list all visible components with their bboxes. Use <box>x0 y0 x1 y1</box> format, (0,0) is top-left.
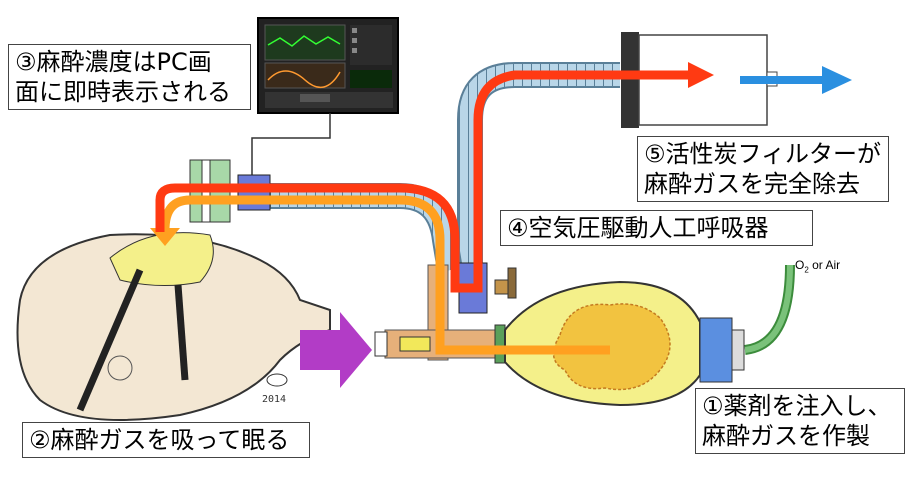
red-flow-arrow <box>155 62 714 293</box>
monitor-cable <box>251 113 331 175</box>
artist-signature: 2014 <box>262 373 288 405</box>
label-step3: ③麻酔濃度はPC画 面に即時表示される <box>8 44 251 110</box>
label-step4: ④空気圧駆動人工呼吸器 <box>500 210 813 246</box>
label-step1: ①薬剤を注入し、 麻酔ガスを作製 <box>695 388 905 454</box>
anesthetic-bag <box>504 264 795 407</box>
label-step2: ②麻酔ガスを吸って眠る <box>22 422 310 458</box>
right-arrow-icon <box>822 66 852 94</box>
orange-flow-arrow <box>150 195 610 355</box>
right-arrow-icon <box>688 62 714 88</box>
signature-year: 2014 <box>262 394 286 405</box>
inject-arrow <box>300 312 372 388</box>
pc-monitor <box>257 17 399 114</box>
label-step5: ⑤活性炭フィルターが 麻酔ガスを完全除去 <box>637 136 889 202</box>
blue-outflow-arrow <box>740 66 852 94</box>
gas-source-label: O2 or Air <box>795 258 841 275</box>
right-arrow-icon <box>300 312 372 388</box>
